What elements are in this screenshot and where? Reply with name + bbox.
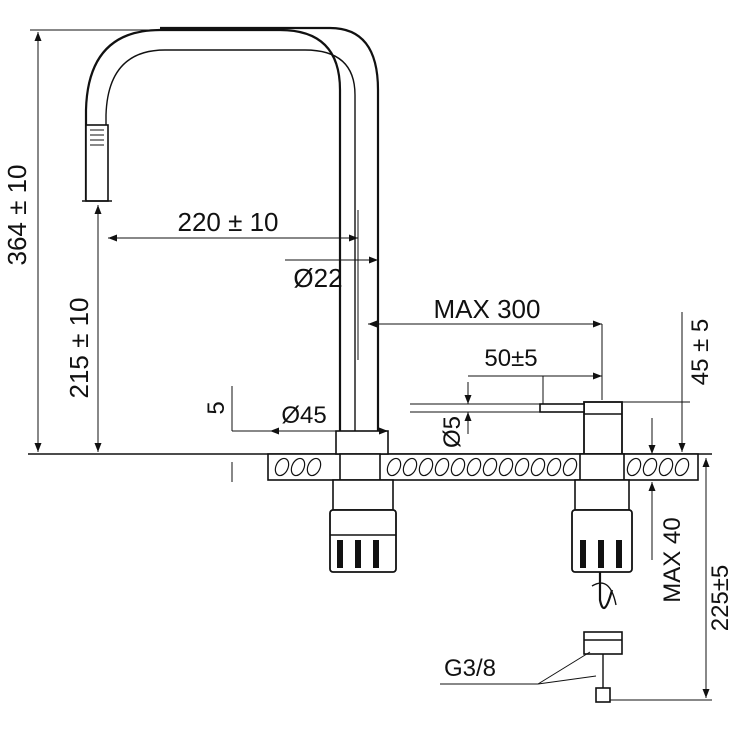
deck-hatch-mark bbox=[658, 457, 674, 477]
deck-hatch-mark bbox=[418, 457, 434, 477]
dim-lever-reach: 50±5 bbox=[468, 345, 602, 404]
dim-base-height-label: 5 bbox=[203, 401, 230, 414]
dim-spout-height-label: 215 ± 10 bbox=[64, 297, 94, 398]
deck-hatch-mark bbox=[290, 457, 306, 477]
dim-total-height: 364 ± 10 bbox=[2, 29, 160, 452]
dim-lever-reach-label: 50±5 bbox=[484, 345, 537, 372]
deck-hatch-mark bbox=[546, 457, 562, 477]
deck-hatch-mark bbox=[482, 457, 498, 477]
dim-max-deck-thickness: MAX 40 bbox=[648, 418, 686, 603]
deck-hatch-mark bbox=[450, 457, 466, 477]
dim-max-distance: MAX 300 bbox=[368, 294, 603, 400]
deck-hatch-mark bbox=[498, 457, 514, 477]
dim-thread: G3/8 bbox=[440, 651, 597, 685]
dim-spout-reach-label: 220 ± 10 bbox=[177, 207, 278, 237]
spout-mounting-body bbox=[329, 453, 397, 573]
spout-base bbox=[335, 430, 389, 455]
valve-mounting-body bbox=[571, 453, 633, 703]
deck-hatch-mark bbox=[402, 457, 418, 477]
lever-valve[interactable] bbox=[539, 401, 623, 455]
spray-head[interactable] bbox=[82, 124, 112, 202]
dim-spout-reach: 220 ± 10 bbox=[108, 207, 358, 242]
dim-base-diameter-label: Ø45 bbox=[281, 402, 326, 429]
dim-lever-tube-diameter: Ø5 bbox=[410, 382, 540, 448]
deck-hatch-mark bbox=[306, 457, 322, 477]
dim-total-height-label: 364 ± 10 bbox=[2, 164, 32, 265]
dim-base-diameter: Ø45 bbox=[270, 402, 388, 435]
deck-hatch-mark bbox=[274, 457, 290, 477]
dim-lever-height-label: 45 ± 5 bbox=[687, 319, 714, 386]
deck-hatch-mark bbox=[674, 457, 690, 477]
deck-hatch-pattern bbox=[274, 457, 690, 477]
dim-thread-label: G3/8 bbox=[444, 655, 496, 682]
dim-supply-length-label: 225±5 bbox=[707, 565, 734, 632]
dim-lever-tube-diameter-label: Ø5 bbox=[439, 416, 466, 448]
dim-max-distance-label: MAX 300 bbox=[434, 294, 541, 324]
deck-hatch-mark bbox=[642, 457, 658, 477]
dim-supply-length: 225±5 bbox=[610, 458, 734, 701]
deck-hatch-mark bbox=[626, 457, 642, 477]
dim-spout-tube-diameter-label: Ø22 bbox=[293, 263, 342, 293]
deck-hatch-mark bbox=[386, 457, 402, 477]
deck-hatch-mark bbox=[466, 457, 482, 477]
dim-max-deck-thickness-label: MAX 40 bbox=[659, 517, 686, 602]
deck-hatch-mark bbox=[562, 457, 578, 477]
dim-lever-height: 45 ± 5 bbox=[622, 312, 714, 452]
dim-spout-height: 215 ± 10 bbox=[64, 205, 102, 452]
deck-hatch-mark bbox=[434, 457, 450, 477]
deck-hatch-mark bbox=[514, 457, 530, 477]
deck-hatch-mark bbox=[530, 457, 546, 477]
dim-spout-tube-diameter: Ø22 bbox=[285, 210, 379, 360]
